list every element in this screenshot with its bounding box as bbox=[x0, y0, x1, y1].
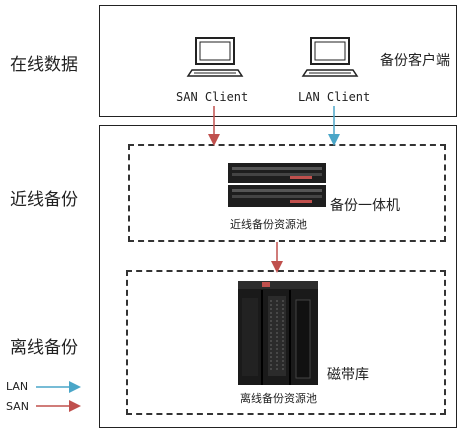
san-client-label: SAN Client bbox=[176, 90, 249, 104]
backup-zone-box bbox=[99, 125, 457, 428]
tier-label-online: 在线数据 bbox=[10, 55, 78, 75]
tape-library-label: 磁带库 bbox=[327, 367, 369, 383]
client-group-label: 备份客户端 bbox=[380, 53, 450, 69]
legend-san-label: SAN bbox=[6, 400, 29, 413]
lan-client-label: LAN Client bbox=[298, 90, 371, 104]
backup-appliance-icon bbox=[228, 163, 326, 207]
legend-lan-label: LAN bbox=[6, 380, 29, 393]
client-zone-box bbox=[99, 5, 457, 117]
computer-icon bbox=[301, 37, 359, 77]
tape-library-icon bbox=[238, 281, 318, 385]
offline-pool-label: 离线备份资源池 bbox=[240, 392, 317, 405]
tier-label-offline: 离线备份 bbox=[10, 338, 78, 358]
nearline-pool-box bbox=[128, 144, 446, 242]
nearline-pool-label: 近线备份资源池 bbox=[230, 218, 307, 231]
backup-appliance-label: 备份一体机 bbox=[330, 198, 400, 214]
tier-label-nearline: 近线备份 bbox=[10, 190, 78, 210]
computer-icon bbox=[186, 37, 244, 77]
offline-pool-box bbox=[126, 270, 446, 415]
